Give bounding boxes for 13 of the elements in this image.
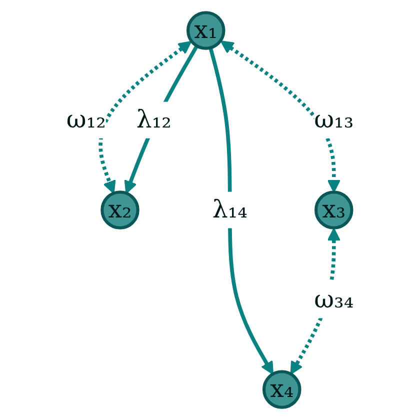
arrow	[124, 45, 199, 194]
arrow	[98, 40, 192, 194]
node-circle: x₄	[262, 370, 302, 409]
node-circle: x₃	[314, 190, 354, 230]
arrow	[208, 47, 274, 375]
edge-label: ω₁₂	[66, 104, 106, 134]
edge-label: λ₁₂	[136, 104, 172, 134]
edge-label: ω₁₃	[314, 104, 354, 134]
node-circle: x₂	[100, 190, 140, 230]
arrow	[220, 40, 341, 193]
node-circle: x₁	[186, 11, 226, 50]
edge-label: λ₁₄	[212, 194, 248, 224]
edge-label: ω₃₄	[314, 284, 354, 314]
